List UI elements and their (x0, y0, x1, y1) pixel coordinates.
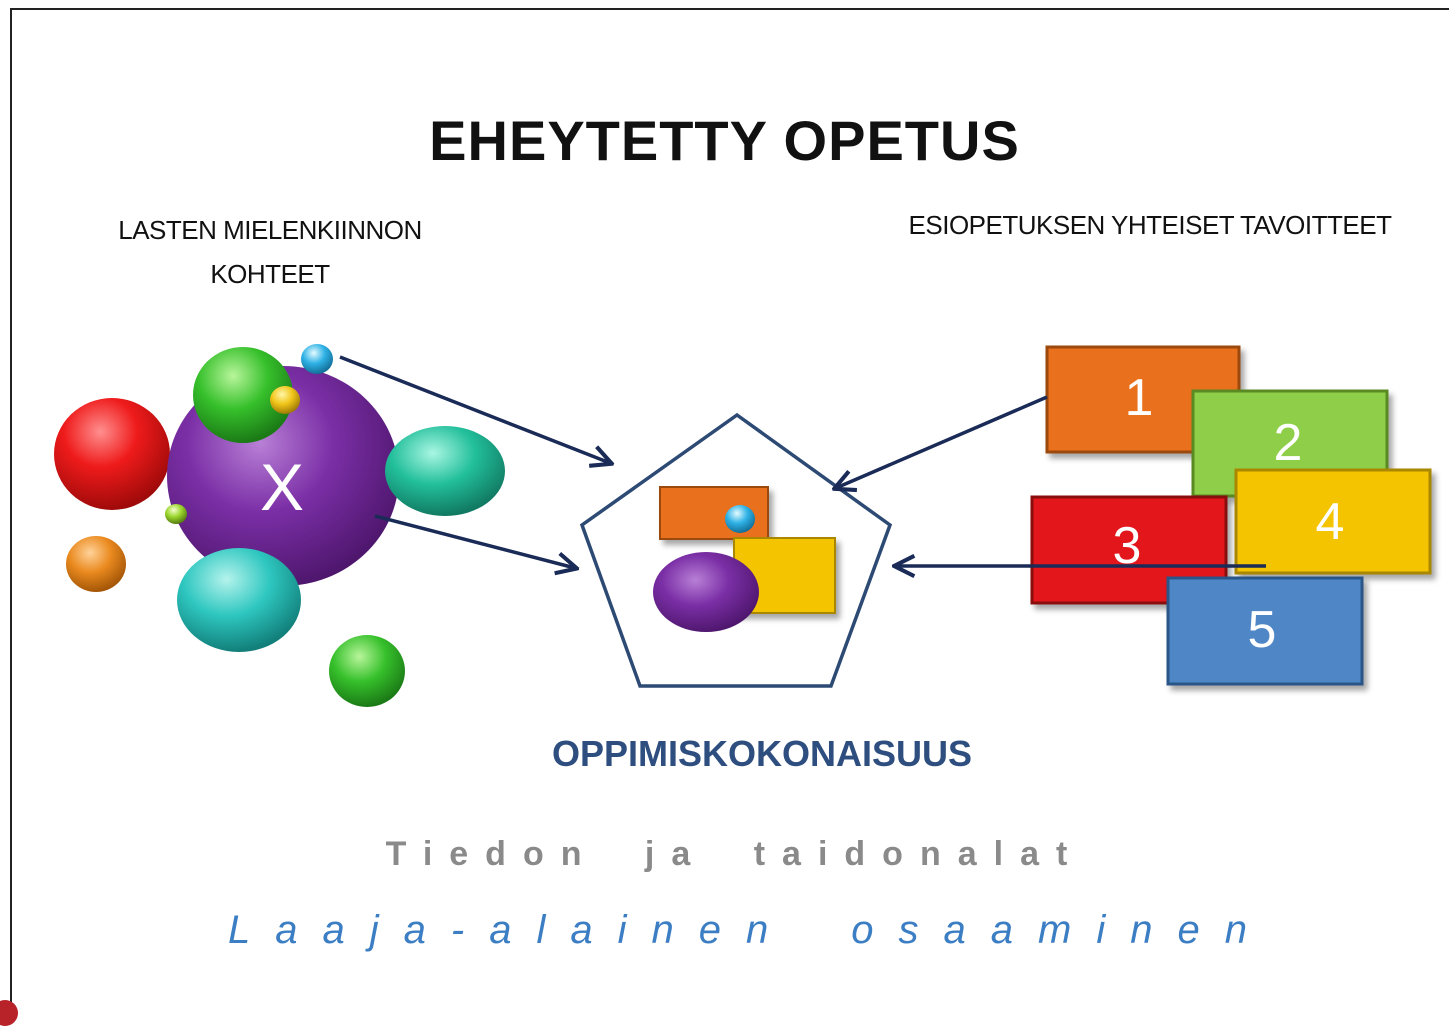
goal-box-5-label: 5 (1248, 601, 1277, 659)
cyan-drop (301, 344, 333, 374)
subtitle-knowledge: Tiedon ja taidonalat (385, 835, 1085, 873)
pentagon-contents (653, 486, 836, 632)
arrow-drop-to-pentagon (339, 355, 610, 463)
goal-box-4-label: 4 (1316, 493, 1345, 551)
interest-bubbles: X (54, 344, 505, 707)
arrows (339, 355, 1266, 568)
red-bubble (54, 398, 170, 510)
teal-bubble-bottom (177, 548, 301, 652)
bubble-x-label: X (260, 450, 304, 524)
teal-bubble-right (385, 426, 505, 516)
goal-box-4: 4 (1234, 468, 1432, 575)
green-bubble-top (193, 347, 293, 443)
mini-cyan-drop (725, 505, 755, 533)
subtitle-competence: Laaja-alainen osaaminen (228, 908, 1272, 952)
goal-box-2-label: 2 (1274, 414, 1303, 472)
learning-pentagon (579, 412, 893, 688)
arrow-bubble-to-pentagon (374, 514, 575, 568)
green-bubble-bottom (329, 635, 405, 707)
page-title: EHEYTETTY OPETUS (429, 109, 1020, 172)
lime-drop (165, 504, 187, 524)
arrow-box1-to-pentagon (836, 395, 1048, 488)
center-heading: OPPIMISKOKONAISUUS (551, 733, 973, 774)
right-heading: ESIOPETUKSEN YHTEISET TAVOITTEET (908, 210, 1392, 240)
goal-box-1-label: 1 (1125, 369, 1154, 427)
goal-box-5: 5 (1166, 576, 1364, 686)
left-heading: LASTEN MIELENKIINNON KOHTEET (60, 208, 480, 296)
left-heading-line-2: KOHTEET (210, 259, 330, 289)
orange-bubble (66, 536, 126, 592)
mini-purple-bubble (653, 552, 759, 632)
left-heading-line-1: LASTEN MIELENKIINNON (118, 215, 422, 245)
yellow-drop (270, 386, 300, 414)
goal-boxes: 1 2 3 4 5 (1030, 345, 1432, 686)
